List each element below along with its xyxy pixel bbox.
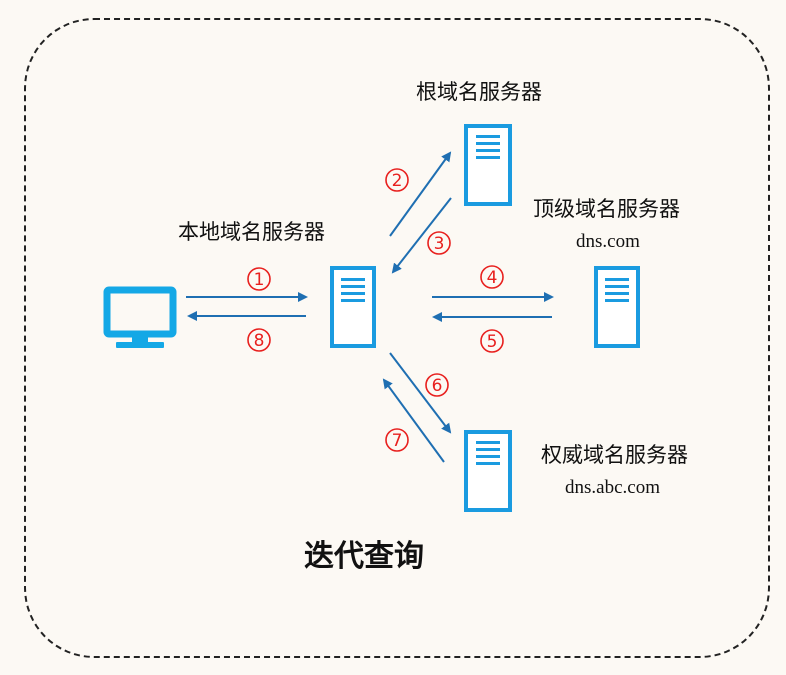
root-server-label: 根域名服务器 [416, 80, 542, 104]
arrow-step-3 [391, 197, 452, 274]
auth-server-label: 权威域名服务器 [541, 443, 688, 467]
svg-text:6: 6 [432, 376, 443, 396]
arrow-step-7 [382, 378, 445, 463]
step-marker-7: 7 [385, 428, 409, 452]
svg-text:3: 3 [434, 234, 445, 254]
svg-text:2: 2 [392, 171, 403, 191]
svg-text:8: 8 [254, 331, 265, 351]
svg-text:5: 5 [487, 332, 498, 352]
svg-text:1: 1 [254, 270, 265, 290]
step-marker-4: 4 [480, 265, 504, 289]
step-marker-5: 5 [480, 329, 504, 353]
diagram-title: 迭代查询 [304, 539, 424, 574]
svg-text:4: 4 [487, 268, 498, 288]
svg-text:7: 7 [392, 431, 403, 451]
tld-server-label: 顶级域名服务器 [533, 197, 680, 221]
step-marker-3: 3 [427, 231, 451, 255]
client-monitor-icon [103, 286, 177, 348]
tld-server-domain: dns.com [576, 231, 640, 252]
step-marker-6: 6 [425, 373, 449, 397]
arrow-step-2 [389, 151, 452, 237]
dashed-frame [24, 18, 770, 658]
step-marker-2: 2 [385, 168, 409, 192]
local-server-label: 本地域名服务器 [178, 220, 325, 244]
step-marker-8: 8 [247, 328, 271, 352]
arrow-step-6 [389, 352, 452, 434]
step-marker-1: 1 [247, 267, 271, 291]
auth-server-icon [464, 430, 512, 512]
root-server-icon [464, 124, 512, 206]
local-server-icon [330, 266, 376, 348]
auth-server-domain: dns.abc.com [565, 477, 660, 498]
tld-server-icon [594, 266, 640, 348]
